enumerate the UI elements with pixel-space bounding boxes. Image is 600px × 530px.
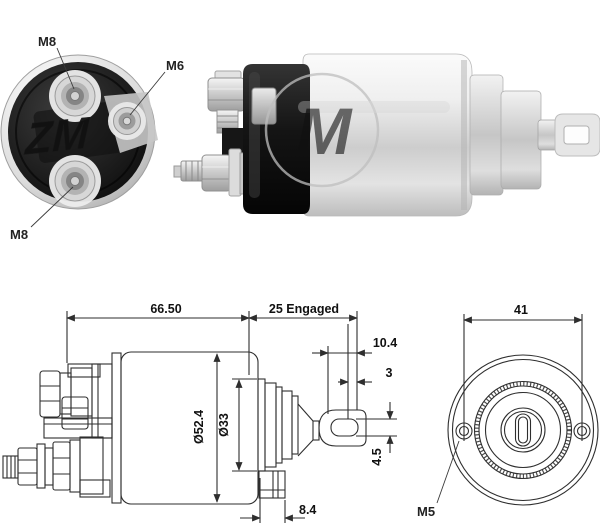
neck-step-1	[469, 74, 504, 196]
upper-terminal-lines	[39, 363, 113, 439]
leader-line	[129, 71, 166, 116]
terminal-m8-top	[49, 70, 101, 122]
label-m8-bottom: M8	[10, 227, 28, 242]
svg-text:25 Engaged: 25 Engaged	[269, 302, 339, 316]
leader-line	[30, 186, 74, 228]
svg-text:M5: M5	[417, 504, 435, 519]
dim-slot-height: 4.5	[356, 402, 397, 466]
svg-text:3: 3	[386, 366, 393, 380]
dim-total-length: 66.50	[66, 302, 250, 375]
lower-terminal-lines	[2, 436, 111, 498]
dim-body-diameter: Ø52.4	[192, 353, 221, 503]
fork-hole	[563, 125, 590, 145]
terminal-m8-bottom	[49, 155, 101, 207]
svg-text:M: M	[297, 94, 354, 168]
plunger-outline	[297, 403, 367, 457]
svg-text:66.50: 66.50	[150, 302, 181, 316]
svg-text:4.5: 4.5	[370, 448, 384, 465]
side-view-photo: M	[173, 53, 600, 217]
side-view-watermark: M	[264, 72, 450, 188]
dim-hole-spacing: 41	[463, 303, 583, 441]
svg-text:Ø52.4: Ø52.4	[192, 410, 206, 444]
hole-thread-label: M5	[417, 440, 460, 519]
side-view-terminals	[173, 70, 251, 197]
svg-text:Ø33: Ø33	[217, 413, 231, 437]
svg-text:10.4: 10.4	[373, 336, 397, 350]
solenoid-body	[302, 53, 473, 217]
side-elevation-drawing: 66.50 25 Engaged 10.4 3 Ø52.4	[2, 302, 397, 523]
label-m8-top: M8	[38, 34, 56, 49]
leader-line	[56, 47, 75, 90]
dim-flange-diameter: Ø33	[217, 378, 257, 472]
cap-and-body-outline	[111, 351, 259, 505]
end-view-watermark: ZM	[23, 109, 91, 165]
dim-engaged: 25 Engaged	[248, 302, 358, 410]
svg-text:41: 41	[514, 303, 528, 317]
front-view-drawing: 41 M5	[417, 303, 599, 519]
terminal-m6	[108, 102, 146, 140]
flange-rings	[257, 378, 299, 499]
end-view-photo: ZM M8 M6 M8	[0, 34, 184, 242]
dim-tab-depth: 8.4	[240, 478, 316, 523]
neck-step-2	[500, 90, 542, 190]
front-view-circles	[447, 354, 599, 506]
cap-clip	[251, 87, 277, 125]
label-m6: M6	[166, 58, 184, 73]
dim-plunger-travel: 10.4	[312, 336, 397, 414]
svg-text:8.4: 8.4	[299, 503, 316, 517]
dim-fork-tip: 3	[338, 324, 393, 419]
